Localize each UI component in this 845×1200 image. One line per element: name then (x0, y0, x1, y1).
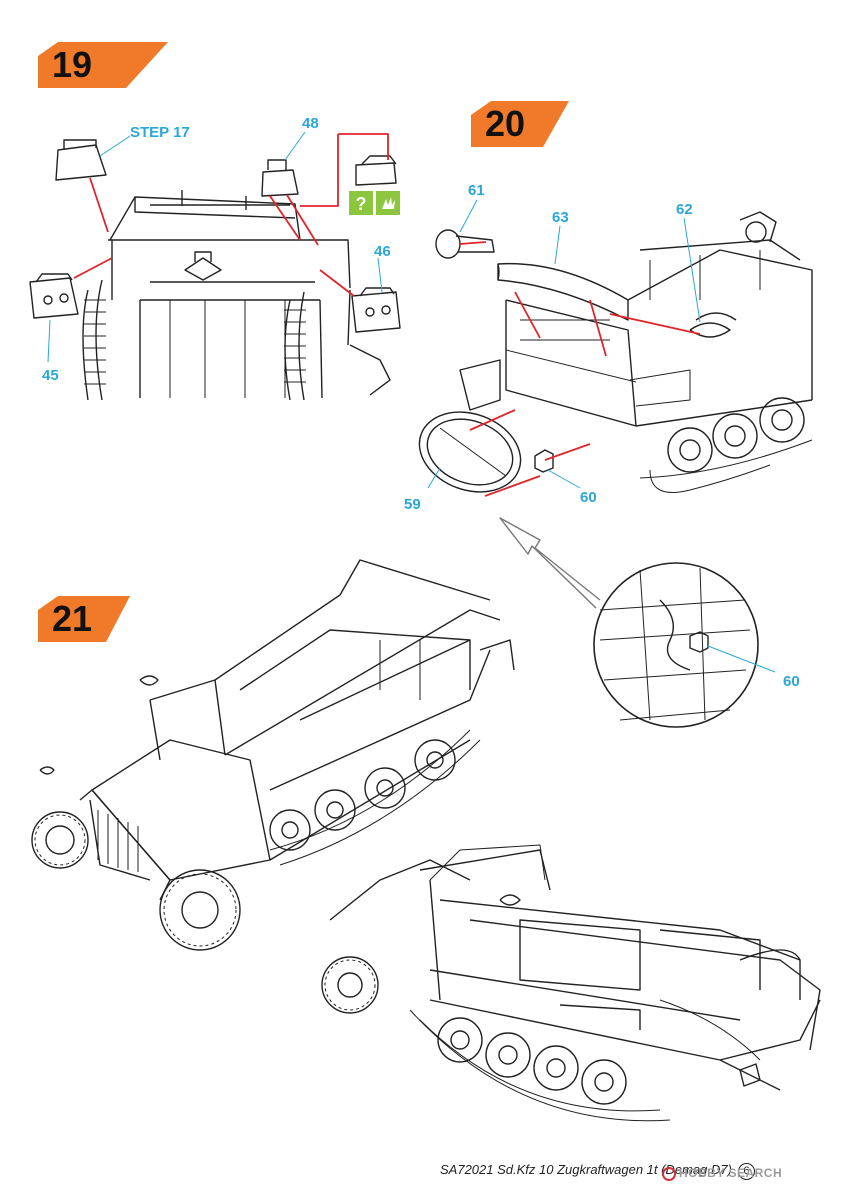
caution-icons-shape: ? (349, 191, 400, 215)
detail-inset (593, 562, 776, 728)
step-21-tag: 21 (38, 596, 168, 642)
step-20-number: 20 (485, 103, 526, 144)
step-21-vehicle-front (31, 559, 515, 951)
label-part-59: 59 (404, 496, 421, 513)
caution-icons: ? (349, 191, 401, 217)
step-19-tag-shape (38, 42, 168, 88)
label-part-60: 60 (580, 489, 597, 506)
step-21-tag-shape (38, 596, 130, 642)
page-number: 6 (737, 1163, 755, 1180)
footer: SA72021 Sd.Kfz 10 Zugkraftwagen 1t (Dema… (440, 1162, 755, 1180)
step-19-tag: 19 (38, 42, 168, 88)
label-part-46: 46 (374, 243, 391, 260)
label-part-62: 62 (676, 201, 693, 218)
step-20-tag: 20 (471, 101, 601, 147)
label-step-17: STEP 17 (130, 124, 190, 141)
step-20-tag-shape (471, 101, 569, 147)
watermark: HOBBY SEARCH (662, 1166, 782, 1181)
detail-pointer-arrow (499, 517, 601, 609)
label-part-60-detail: 60 (783, 673, 800, 690)
footer-title: SA72021 Sd.Kfz 10 Zugkraftwagen 1t (Dema… (440, 1162, 732, 1177)
hand-icon (382, 197, 395, 209)
step-19-red-arrows (73, 133, 389, 297)
step-20-rear-view (418, 199, 813, 493)
step-19-rear-body (29, 131, 401, 401)
step-20-red-arrows (459, 241, 701, 497)
step-21-number: 21 (52, 598, 93, 639)
label-part-48: 48 (302, 115, 319, 132)
label-part-63: 63 (552, 209, 569, 226)
label-part-61: 61 (468, 182, 485, 199)
step-21-vehicle-rear (321, 844, 821, 1122)
watermark-brand: HOBBY SEARCH (679, 1166, 783, 1180)
step-19-number: 19 (52, 44, 93, 85)
question-icon: ? (356, 194, 367, 214)
hobby-search-logo-icon (662, 1166, 676, 1181)
label-part-45: 45 (42, 367, 59, 384)
